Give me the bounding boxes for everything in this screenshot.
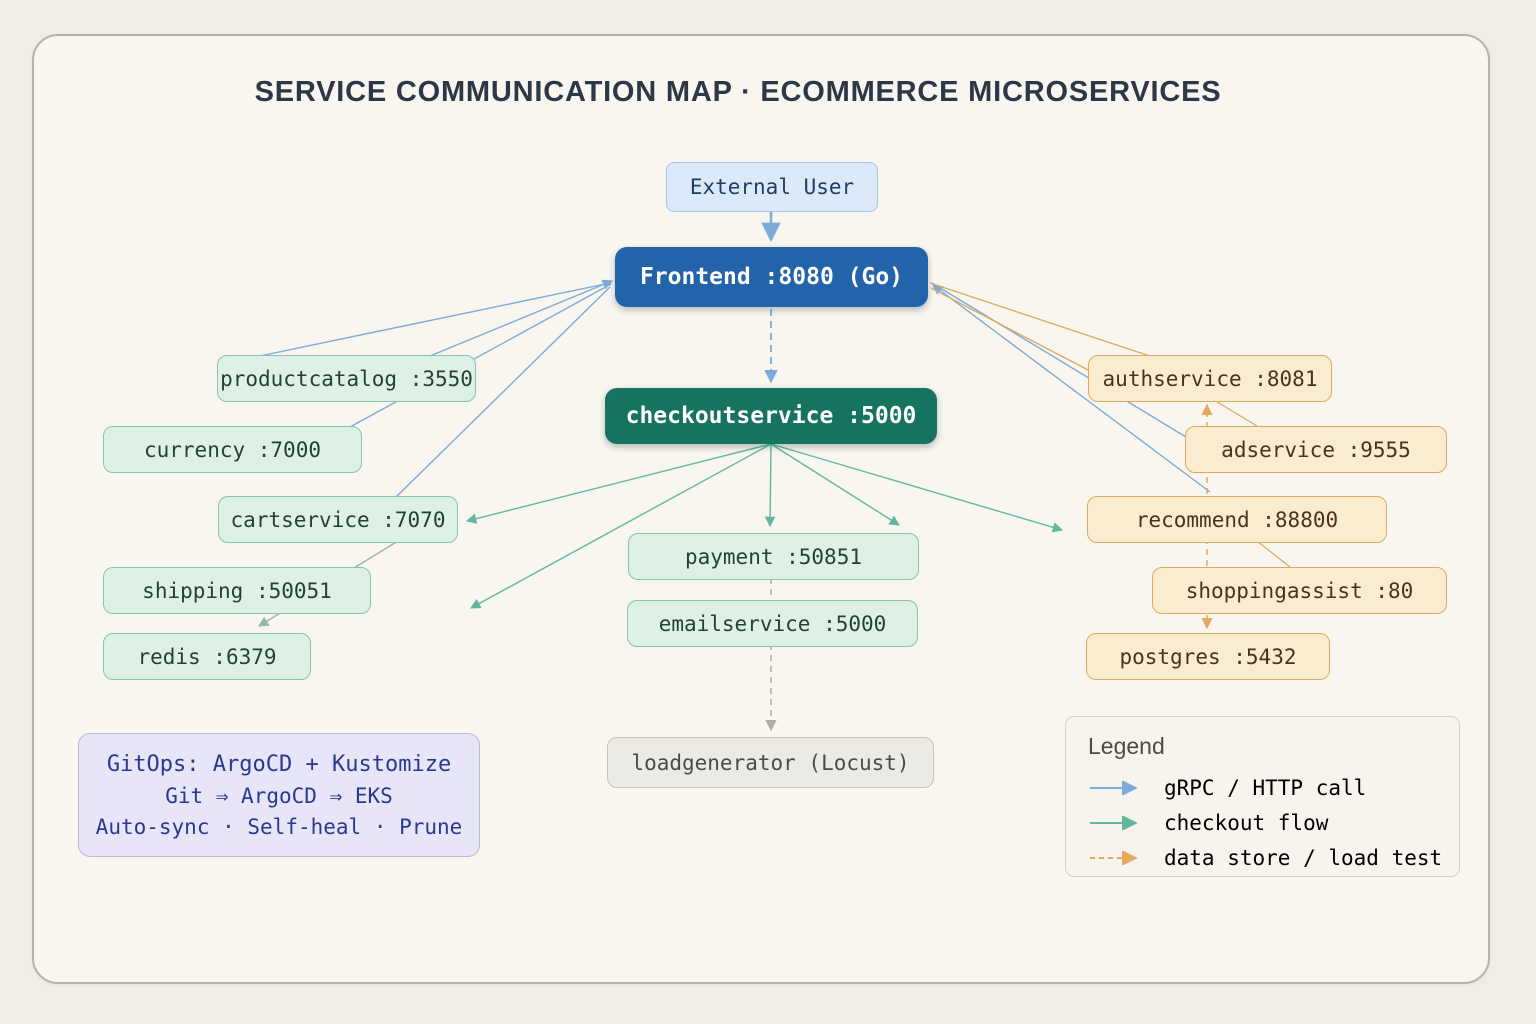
node-external-user: External User — [666, 162, 878, 212]
node-currency: currency :7000 — [103, 426, 362, 473]
node-emailservice: emailservice :5000 — [627, 600, 918, 647]
legend-title: Legend — [1088, 733, 1165, 759]
gitops-line-1: GitOps: ArgoCD + Kustomize — [106, 751, 452, 777]
gitops-line-2: Git ⇒ ArgoCD ⇒ EKS — [165, 783, 393, 808]
legend-item-label: checkout flow — [1164, 810, 1329, 835]
node-cartservice: cartservice :7070 — [218, 496, 458, 543]
node-payment: payment :50851 — [628, 533, 919, 580]
node-loadgenerator: loadgenerator (Locust) — [607, 737, 934, 788]
legend-item-grpc: gRPC / HTTP call — [1088, 770, 1459, 805]
node-postgres: postgres :5432 — [1086, 633, 1330, 680]
gitops-line-3: Auto-sync · Self-heal · Prune — [95, 814, 463, 839]
node-shipping: shipping :50051 — [103, 567, 371, 614]
node-adservice: adservice :9555 — [1185, 426, 1447, 473]
datastore-arrow-icon — [1090, 850, 1138, 865]
gitops-panel: GitOps: ArgoCD + Kustomize Git ⇒ ArgoCD … — [78, 733, 480, 857]
checkout-arrow-icon — [1090, 815, 1138, 830]
grpc-arrow-icon — [1090, 780, 1138, 795]
node-frontend: Frontend :8080 (Go) — [615, 247, 928, 307]
node-shoppingassist: shoppingassist :80 — [1152, 567, 1447, 614]
node-checkoutservice: checkoutservice :5000 — [605, 388, 937, 444]
node-productcatalog: productcatalog :3550 — [217, 355, 476, 402]
legend-item-label: data store / load test — [1164, 845, 1443, 870]
legend-item-checkout: checkout flow — [1088, 805, 1459, 840]
diagram-title: SERVICE COMMUNICATION MAP · ECOMMERCE MI… — [254, 76, 1222, 108]
legend-item-label: gRPC / HTTP call — [1164, 775, 1367, 800]
node-redis: redis :6379 — [103, 633, 311, 680]
legend-item-datastore: data store / load test — [1088, 840, 1459, 875]
node-authservice: authservice :8081 — [1088, 355, 1332, 402]
node-recommend: recommend :88800 — [1087, 496, 1387, 543]
legend-panel: Legend gRPC / HTTP call checkout flow — [1065, 716, 1460, 877]
